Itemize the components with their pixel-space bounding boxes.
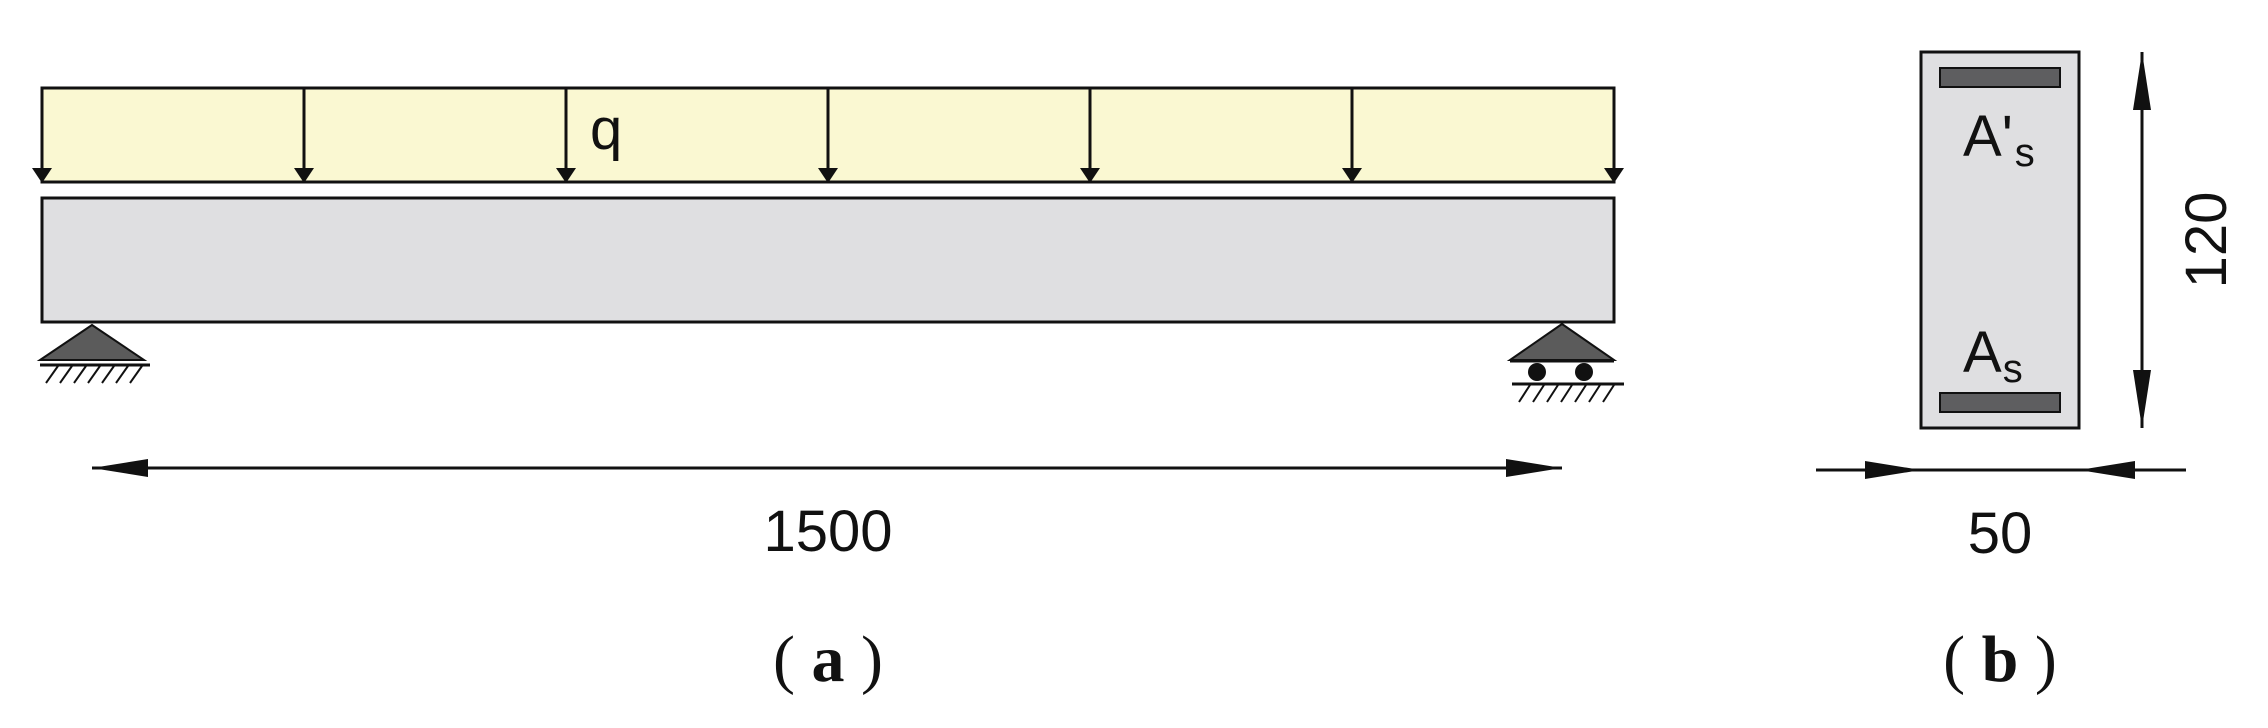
panel-b-caption-close: ) — [2035, 623, 2057, 696]
beam-body — [40, 196, 1616, 324]
height-dimension: 120 — [2133, 52, 2239, 428]
roller-wheel — [1575, 363, 1593, 381]
span-dimension: 1500 — [92, 459, 1562, 564]
load-arrowhead — [818, 168, 838, 183]
load-arrowhead — [32, 168, 52, 183]
cross-section-outline — [1919, 50, 2081, 430]
bottom-steel-label-subscript: s — [2003, 347, 2023, 391]
panel-a-caption-letter: a — [812, 623, 845, 696]
width-dimension: 50 — [1816, 461, 2186, 566]
panel-a-beam-diagram: q — [32, 86, 1624, 696]
load-arrowhead — [1342, 168, 1362, 183]
load-arrowhead — [1080, 168, 1100, 183]
top-steel-label-base: A — [1963, 104, 2002, 169]
height-dimension-arrowhead-bottom — [2133, 370, 2151, 428]
roller-wheel — [1528, 363, 1546, 381]
load-arrowhead — [556, 168, 576, 183]
top-steel-label-prime: ' — [2002, 104, 2013, 169]
top-steel-label-subscript: s — [2015, 131, 2035, 175]
panel-b-caption-open: ( — [1943, 623, 1965, 696]
span-dimension-arrowhead-right — [1506, 459, 1562, 477]
panel-b-caption-letter: b — [1982, 623, 2019, 696]
width-dimension-arrowhead-right — [2079, 461, 2135, 479]
span-dimension-label: 1500 — [763, 499, 892, 564]
load-arrowhead — [1604, 168, 1624, 183]
panel-a-caption: ( a ) — [773, 623, 883, 696]
load-label: q — [590, 97, 622, 162]
top-steel-label: A's — [1963, 104, 2035, 175]
width-dimension-arrowhead-left — [1865, 461, 1921, 479]
span-dimension-arrowhead-left — [92, 459, 148, 477]
load-arrowhead — [294, 168, 314, 183]
roller-support — [1506, 322, 1624, 403]
distributed-load: q — [32, 86, 1624, 184]
panel-a-caption-close: ) — [861, 623, 883, 696]
pin-support — [36, 323, 150, 384]
pin-support-triangle — [36, 323, 148, 361]
width-dimension-label: 50 — [1968, 501, 2033, 566]
pin-support-hatching — [45, 365, 143, 384]
panel-b-caption: ( b ) — [1943, 623, 2057, 696]
bottom-steel-label-base: A — [1963, 320, 2002, 385]
panel-b-cross-section: A's As 120 50 ( b ) — [1816, 50, 2239, 696]
bottom-rebar — [1939, 392, 2061, 413]
panel-a-caption-open: ( — [773, 623, 795, 696]
bottom-steel-label: As — [1963, 320, 2023, 391]
roller-support-triangle — [1506, 322, 1618, 361]
top-rebar — [1939, 67, 2061, 88]
height-dimension-label: 120 — [2174, 192, 2239, 289]
height-dimension-arrowhead-top — [2133, 52, 2151, 110]
roller-support-hatching — [1518, 384, 1615, 403]
